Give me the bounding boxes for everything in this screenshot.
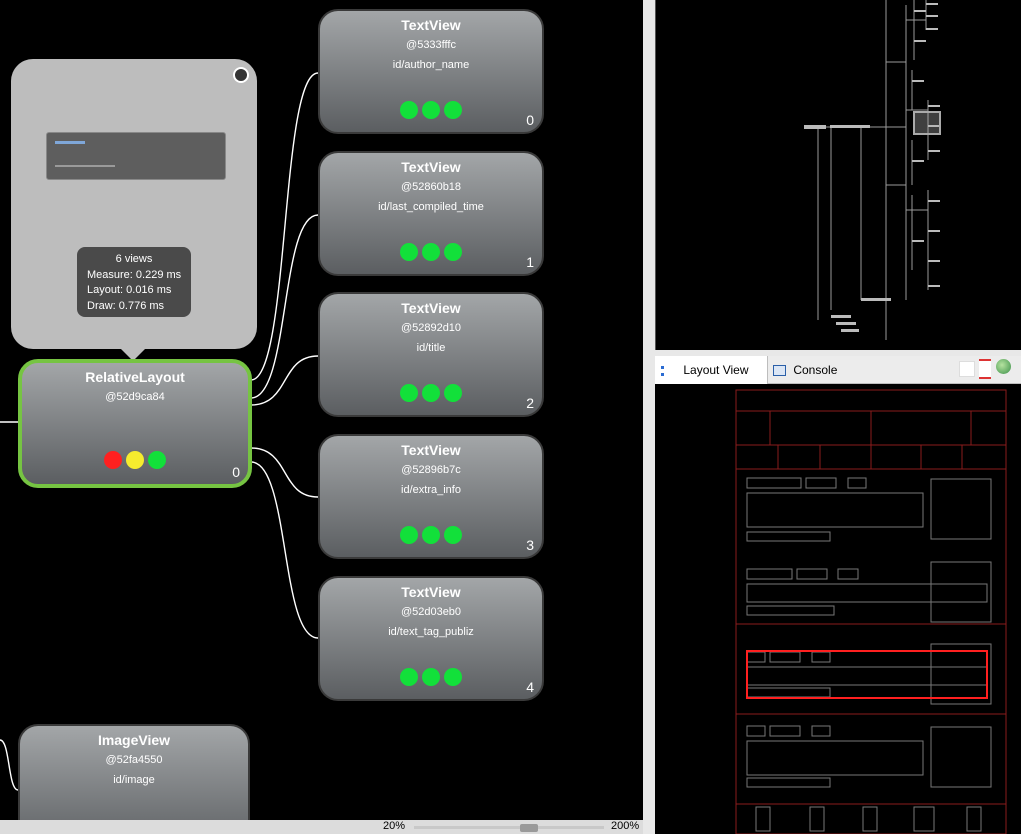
node-id: id/last_compiled_time: [378, 201, 484, 213]
node-hash: @52d9ca84: [105, 391, 165, 403]
node-type: TextView: [401, 159, 461, 175]
tab-console[interactable]: Console: [769, 356, 839, 384]
draw-status-dot: [444, 384, 462, 402]
draw-status-dot: [148, 451, 166, 469]
status-dots: [320, 243, 542, 266]
node-hash: @52896b7c: [401, 464, 461, 476]
node-imageview[interactable]: ImageView @52fa4550 id/image: [18, 724, 250, 834]
draw-status-dot: [444, 526, 462, 544]
status-dots: [320, 668, 542, 691]
measure-status-dot: [400, 526, 418, 544]
node-hash: @52860b18: [400, 181, 462, 193]
tree-connectors: [0, 72, 319, 791]
node-id: id/author_name: [392, 59, 470, 71]
status-dots: [22, 451, 248, 474]
node-type: RelativeLayout: [85, 369, 185, 385]
status-dots: [320, 101, 542, 124]
view-preview-thumbnail: [46, 132, 226, 180]
view-tabs: Layout View ✕ Console: [655, 356, 1021, 405]
globe-icon[interactable]: [996, 359, 1011, 374]
node-textview[interactable]: TextView @52860b18 id/last_compiled_time…: [318, 151, 544, 276]
layout-view-panel[interactable]: [655, 384, 1021, 834]
status-dots: [320, 526, 542, 549]
layout-status-dot: [126, 451, 144, 469]
red-lines-icon[interactable]: [979, 359, 991, 379]
node-textview[interactable]: TextView @5333fffc id/author_name 0: [318, 9, 544, 134]
views-count: 6 views: [115, 253, 153, 265]
console-icon: [773, 365, 786, 377]
node-relativelayout[interactable]: RelativeLayout @52d9ca84 0: [18, 359, 252, 488]
node-id: id/extra_info: [401, 484, 461, 496]
layout-wireframe: [735, 389, 1007, 834]
view-hierarchy-panel[interactable]: 6 views Measure: 0.229 ms Layout: 0.016 …: [0, 0, 643, 834]
measure-time: Measure: 0.229 ms: [87, 268, 182, 281]
node-hash: @52fa4550: [105, 754, 163, 766]
tab-console-label: Console: [793, 363, 838, 377]
panel-separator[interactable]: [655, 350, 1021, 356]
zoom-slider-thumb[interactable]: [520, 824, 538, 832]
layout-status-dot: [422, 668, 440, 686]
selected-view-highlight: [746, 650, 988, 699]
node-index: 1: [526, 254, 534, 270]
node-preview-popup: 6 views Measure: 0.229 ms Layout: 0.016 …: [11, 59, 257, 349]
panel-divider[interactable]: [643, 0, 655, 834]
measure-status-dot: [400, 243, 418, 261]
node-type: TextView: [401, 442, 461, 458]
node-type: TextView: [401, 17, 461, 33]
node-type: ImageView: [97, 732, 171, 748]
zoom-bar: 20% 200%: [0, 820, 643, 834]
draw-time: Draw: 0.776 ms: [87, 299, 165, 312]
measure-status-dot: [104, 451, 122, 469]
layout-status-dot: [422, 101, 440, 119]
status-dots: [320, 384, 542, 407]
tree-overview-map: [804, 0, 941, 340]
zoom-min-label: 20%: [383, 820, 406, 832]
node-index: 0: [526, 112, 534, 128]
node-type: TextView: [401, 300, 461, 316]
popup-arrow: [121, 349, 145, 361]
node-id: id/text_tag_publiz: [388, 626, 474, 638]
restore-icon[interactable]: [233, 67, 249, 83]
node-id: id/image: [113, 774, 155, 786]
layout-time: Layout: 0.016 ms: [87, 284, 172, 296]
node-index: 0: [232, 464, 240, 480]
measure-status-dot: [400, 101, 418, 119]
node-textview[interactable]: TextView @52892d10 id/title 2: [318, 292, 544, 417]
white-square-icon[interactable]: [959, 361, 975, 377]
layout-view-icon: [661, 365, 676, 376]
layout-status-dot: [422, 243, 440, 261]
tab-layout-view[interactable]: Layout View ✕: [655, 356, 768, 405]
measure-status-dot: [400, 384, 418, 402]
draw-status-dot: [444, 243, 462, 261]
draw-status-dot: [444, 101, 462, 119]
measure-status-dot: [400, 668, 418, 686]
node-textview[interactable]: TextView @52d03eb0 id/text_tag_publiz 4: [318, 576, 544, 701]
node-hash: @5333fffc: [406, 39, 456, 51]
zoom-slider-track[interactable]: [414, 826, 604, 829]
performance-stats: 6 views Measure: 0.229 ms Layout: 0.016 …: [77, 247, 191, 317]
zoom-max-label: 200%: [611, 820, 640, 832]
node-hash: @52d03eb0: [400, 606, 462, 618]
node-index: 4: [526, 679, 534, 695]
layout-status-dot: [422, 526, 440, 544]
tree-overview-panel[interactable]: [655, 0, 1021, 350]
viewport-indicator: [913, 111, 941, 135]
node-id: id/title: [416, 342, 446, 354]
layout-status-dot: [422, 384, 440, 402]
node-hash: @52892d10: [400, 322, 462, 334]
node-index: 3: [526, 537, 534, 553]
draw-status-dot: [444, 668, 462, 686]
node-type: TextView: [401, 584, 461, 600]
tab-layout-view-label: Layout View: [683, 363, 749, 377]
node-textview[interactable]: TextView @52896b7c id/extra_info 3: [318, 434, 544, 559]
node-index: 2: [526, 395, 534, 411]
